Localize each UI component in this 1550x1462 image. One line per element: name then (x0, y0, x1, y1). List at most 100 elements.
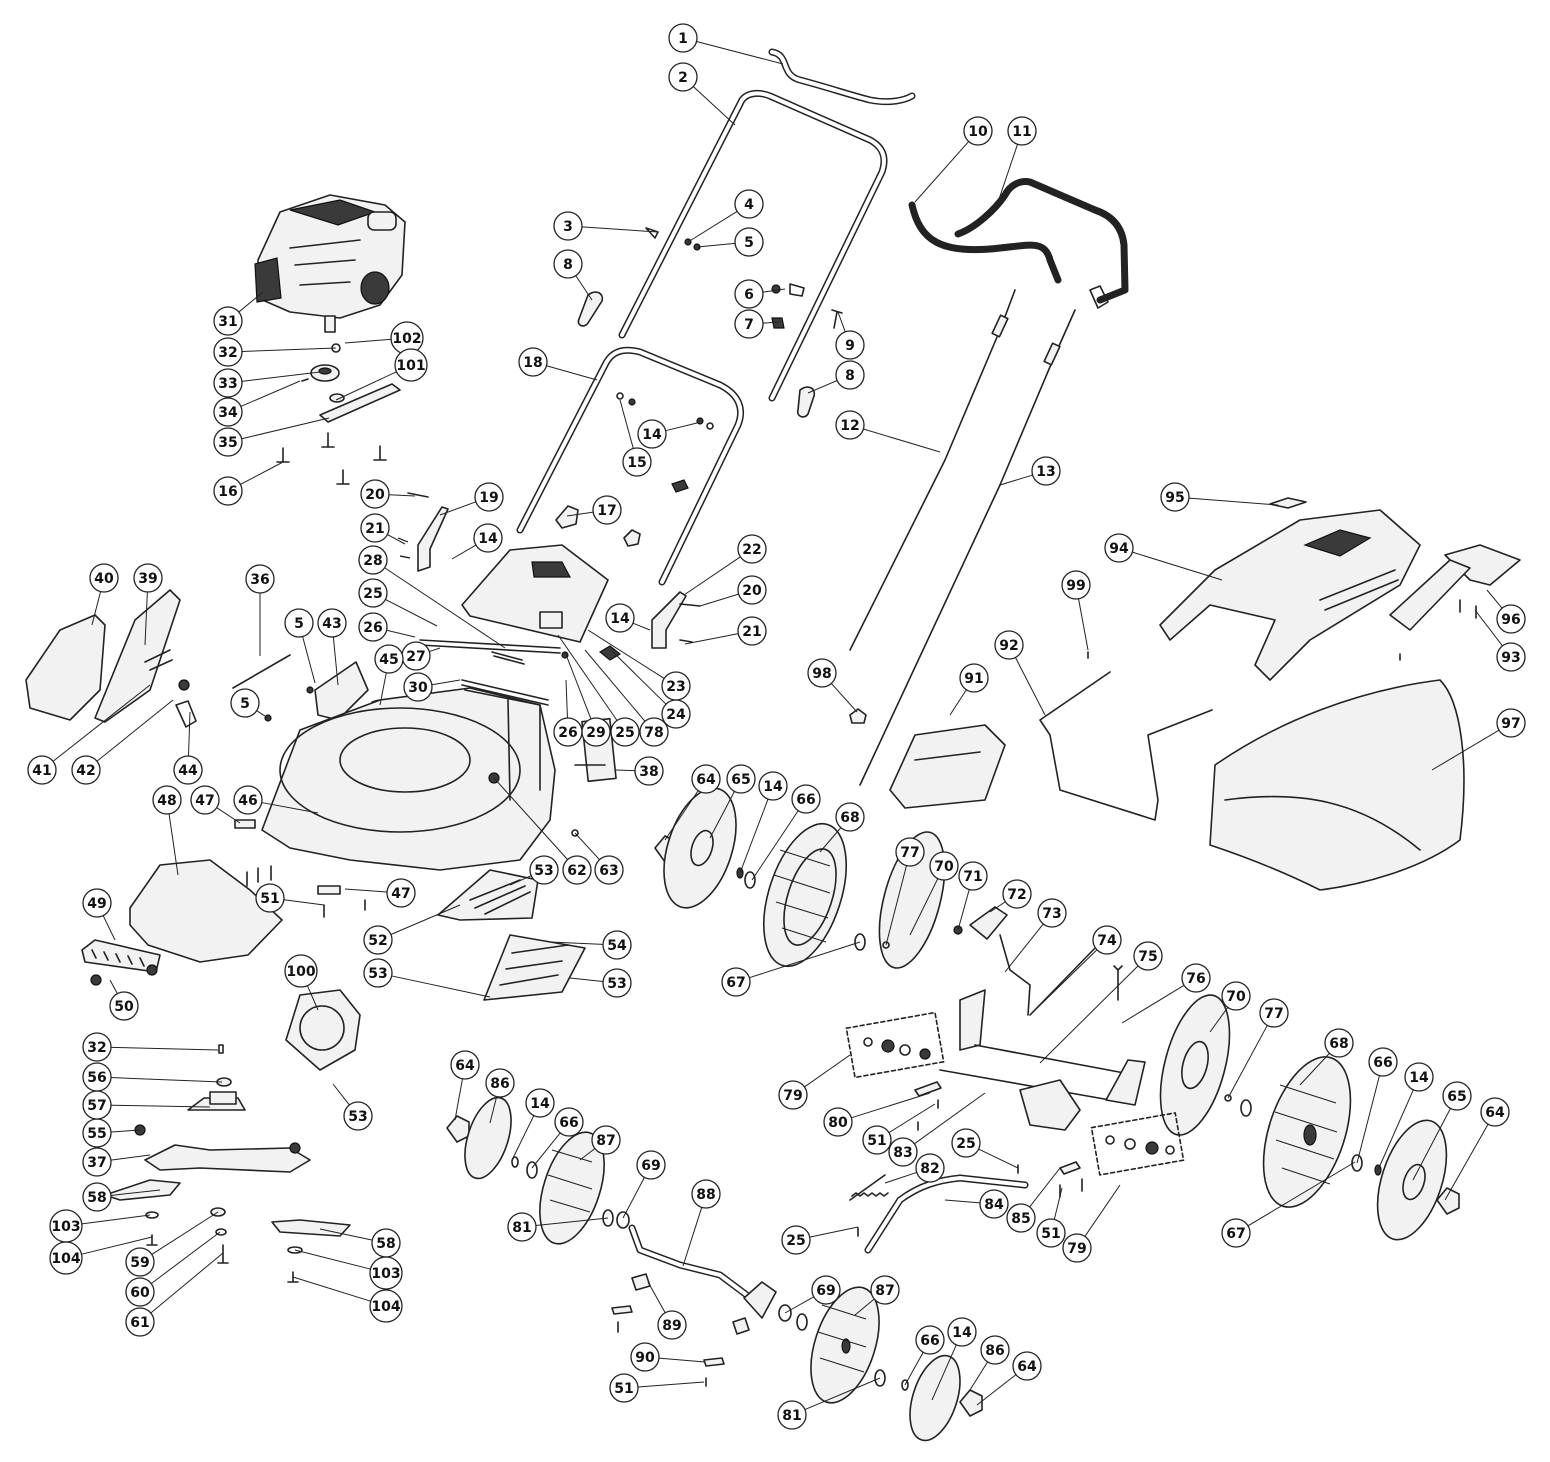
callout-number: 32 (87, 1040, 106, 1056)
callout-number: 51 (614, 1381, 633, 1397)
leader-line-75 (1039, 965, 1139, 1064)
callout-99: 99 (1061, 570, 1091, 600)
callout-number: 85 (1011, 1211, 1030, 1227)
callout-38: 38 (634, 756, 664, 786)
leader-line-68 (819, 827, 842, 853)
leader-line-40 (91, 591, 102, 626)
callout-circle (82, 888, 112, 918)
leader-line-67 (749, 941, 861, 979)
leader-line-17 (566, 511, 594, 517)
leader-line-42 (96, 699, 174, 762)
callout-circle (1037, 898, 1067, 928)
callout-circle (1036, 1218, 1066, 1248)
callout-27: 27 (401, 641, 431, 671)
callout-59: 59 (125, 1247, 155, 1277)
callout-circle (360, 479, 390, 509)
callout-30: 30 (403, 672, 433, 702)
callout-circle (959, 663, 989, 693)
callout-circle (602, 930, 632, 960)
callout-circle (639, 717, 669, 747)
callout-25: 25 (781, 1225, 811, 1255)
callout-number: 7 (744, 317, 754, 333)
callout-circle (369, 1289, 403, 1323)
leader-line-11 (996, 144, 1018, 206)
callout-89: 89 (657, 1310, 687, 1340)
callout-number: 66 (1373, 1055, 1392, 1071)
callout-circle (811, 1275, 841, 1305)
callout-number: 33 (218, 376, 237, 392)
bowden-cables (849, 289, 1076, 786)
callout-number: 48 (157, 793, 176, 809)
callout-circle (947, 1317, 977, 1347)
leader-line-104 (292, 1276, 373, 1303)
callout-number: 57 (87, 1098, 106, 1114)
grass-bag-frame (1039, 651, 1213, 821)
callout-8: 8 (835, 360, 865, 390)
leader-line-58 (110, 1189, 161, 1196)
leader-line-84 (944, 1199, 981, 1204)
callout-number: 102 (392, 331, 421, 347)
callout-number: 66 (920, 1333, 939, 1349)
leader-line-101 (335, 370, 399, 401)
callout-circle (661, 699, 691, 729)
callout-circle (403, 672, 433, 702)
callout-number: 26 (558, 725, 577, 741)
callout-46: 46 (233, 785, 263, 815)
leader-line-69 (784, 1296, 815, 1314)
callout-number: 66 (559, 1115, 578, 1131)
callout-78: 78 (639, 717, 669, 747)
callout-number: 13 (1036, 464, 1055, 480)
callout-number: 5 (294, 616, 304, 632)
callout-84: 84 (979, 1189, 1009, 1219)
callout-circle (1404, 1062, 1434, 1092)
leader-line-70 (1209, 1007, 1229, 1033)
callout-circle (553, 211, 583, 241)
leader-line-14 (632, 622, 651, 631)
callout-33: 33 (213, 368, 243, 398)
leader-line-29 (564, 651, 592, 720)
callout-number: 65 (1447, 1089, 1466, 1105)
callout-9: 9 (835, 330, 865, 360)
callout-3: 3 (553, 211, 583, 241)
callout-73: 73 (1037, 898, 1067, 928)
callout-number: 22 (742, 542, 761, 558)
leader-line-44 (187, 711, 191, 757)
leader-line-87 (579, 1148, 596, 1161)
callout-51: 51 (609, 1373, 639, 1403)
callout-circle (691, 1179, 721, 1209)
callout-number: 64 (696, 772, 716, 788)
callout-number: 14 (1409, 1070, 1429, 1086)
callout-56: 56 (82, 1062, 112, 1092)
callout-circle (734, 279, 764, 309)
leader-line-31 (238, 291, 264, 313)
leader-line-103 (294, 1249, 373, 1271)
handle-grip-foam (768, 48, 916, 106)
callout-circle (726, 764, 756, 794)
callout-circle (1480, 1097, 1510, 1127)
leader-line-78 (584, 649, 646, 722)
callout-21: 21 (360, 513, 390, 543)
callout-69: 69 (811, 1275, 841, 1305)
callout-number: 64 (455, 1058, 475, 1074)
callout-circle (82, 1182, 112, 1212)
callout-number: 14 (478, 531, 498, 547)
callout-23: 23 (661, 671, 691, 701)
leader-line-53 (332, 1083, 350, 1106)
callout-5: 5 (734, 227, 764, 257)
callout-number: 64 (1017, 1359, 1037, 1375)
callout-number: 25 (956, 1136, 975, 1152)
callout-20: 20 (737, 575, 767, 605)
callout-circle (791, 784, 821, 814)
callout-7: 7 (734, 309, 764, 339)
callout-28: 28 (358, 545, 388, 575)
callout-number: 97 (1501, 716, 1520, 732)
leader-line-90 (658, 1357, 706, 1363)
callout-circle (1259, 998, 1289, 1028)
callout-65: 65 (1442, 1081, 1472, 1111)
callout-circle (49, 1241, 83, 1275)
callout-circle (1496, 708, 1526, 738)
callout-number: 20 (365, 487, 385, 503)
callout-50: 50 (109, 991, 139, 1021)
callout-number: 12 (840, 418, 859, 434)
